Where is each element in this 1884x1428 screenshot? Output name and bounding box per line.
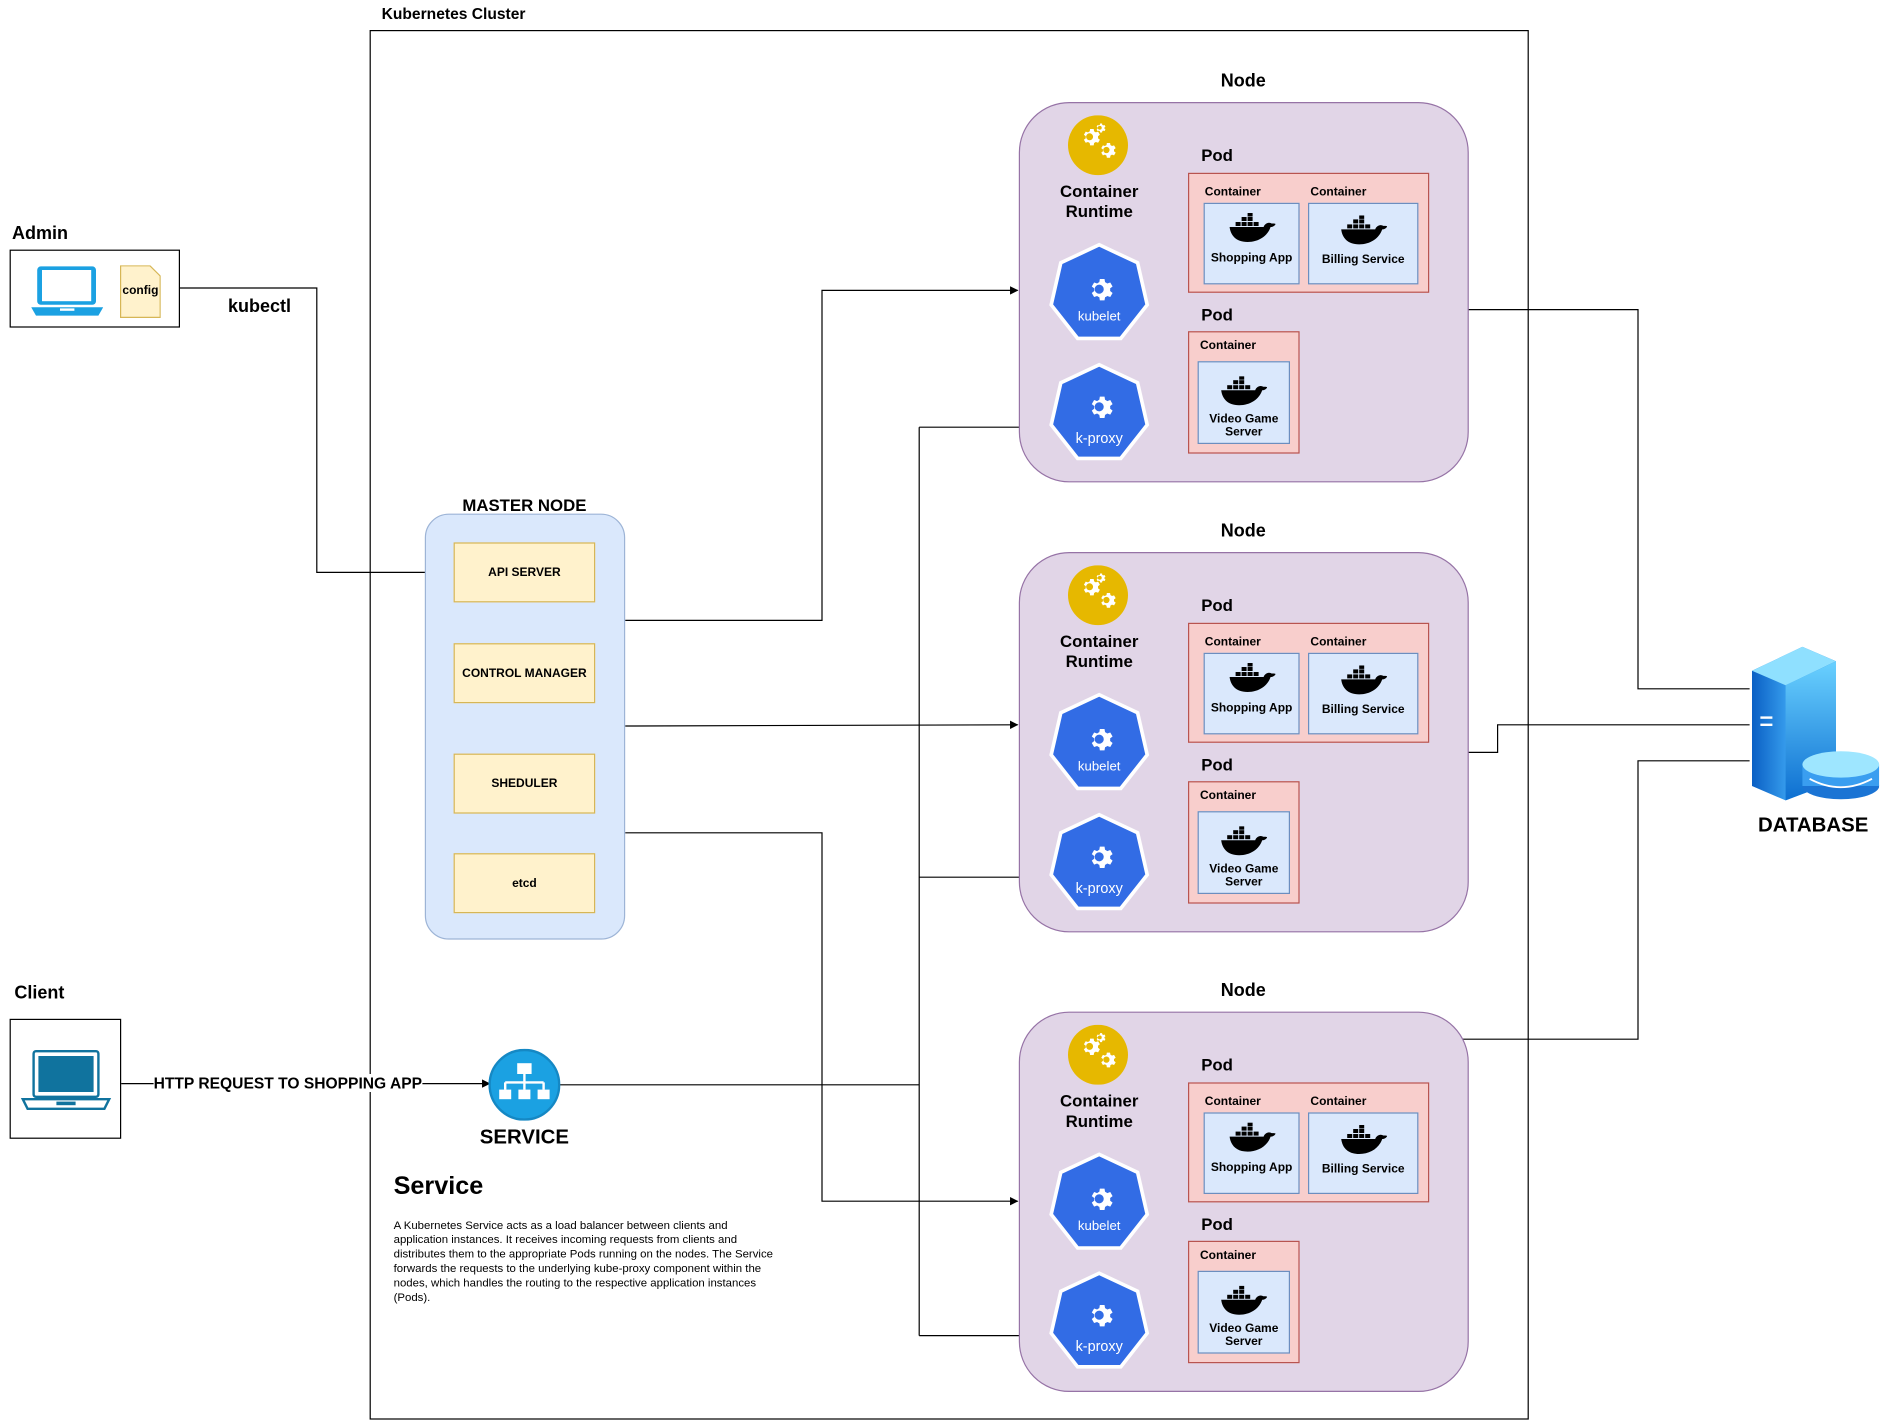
node-1-pod-2-title: Pod [1201,304,1233,324]
service-icon [488,1048,561,1121]
node-1-kubelet-icon [1049,242,1150,341]
service-heading: Service [393,1172,484,1200]
node-3-billing-service-name: Billing Service [1321,1162,1405,1176]
database-label: DATABASE [1758,813,1869,837]
node-3-shopping-app-container: Shopping App [1203,1112,1300,1194]
control-manager: CONTROL MANAGER [453,643,596,704]
client-box [9,1018,122,1139]
database-server-icon [1752,646,1880,801]
node-1-container-runtime-icon [1068,115,1128,176]
kubernetes-cluster [369,30,1529,1420]
node-3-pod-2-container-label: Container [1200,1249,1257,1263]
config-label: config [122,284,159,298]
node-1-video-game-server-container: Video Game Server [1197,361,1290,445]
node-3-video-game-server-container: Video Game Server [1197,1270,1290,1354]
node-2-pod-1-container-1-label: Container [1204,636,1261,650]
scheduler: SHEDULER [453,753,596,814]
node-1-pod-1-title: Pod [1201,145,1233,165]
node-3-video-game-server-name: Video Game Server [1209,1322,1279,1349]
master-node-title: MASTER NODE [462,495,587,515]
node-1-billing-service-container: Billing Service [1308,202,1419,285]
docker-whale-icon [1339,214,1387,248]
http-request-label: HTTP REQUEST TO SHOPPING APP [153,1074,423,1092]
docker-whale-icon [1339,664,1387,698]
node-2-shopping-app-name: Shopping App [1210,702,1293,716]
node-3-kproxy-label: k-proxy [1075,1338,1123,1355]
service-label: SERVICE [479,1125,569,1149]
node-3-pod-1-container-1-label: Container [1204,1095,1261,1109]
node-2-kubelet-label: kubelet [1077,759,1121,775]
node-2-video-game-server-container: Video Game Server [1197,811,1290,895]
node-2-pod-1-title: Pod [1201,595,1233,615]
node-1-pod-1-container-2-label: Container [1310,186,1367,200]
client-laptop-icon [20,1050,112,1111]
node-2-billing-service-container: Billing Service [1308,652,1419,735]
api-server: API SERVER [453,542,596,603]
config-file-icon [120,265,161,318]
node-2-container-runtime-icon [1068,565,1128,626]
node-2-runtime-label: Container Runtime [1059,631,1139,671]
docker-whale-icon [1219,824,1267,858]
node-3-kubelet-label: kubelet [1077,1219,1121,1234]
node-3-pod-1-title: Pod [1201,1054,1233,1074]
node-2-pod-1-container-2-label: Container [1310,636,1367,650]
node-2-pod-2-container-label: Container [1200,789,1257,803]
node-1-video-game-server-name: Video Game Server [1209,412,1279,440]
node-1-shopping-app-name: Shopping App [1210,252,1293,266]
node-3-runtime-label: Container Runtime [1059,1090,1139,1131]
node-2-billing-service-name: Billing Service [1321,703,1405,717]
admin-box: config [9,249,180,328]
node-1-shopping-app-container: Shopping App [1203,202,1300,285]
node-3-pod-1-container-2-label: Container [1310,1095,1367,1109]
node-2-shopping-app-container: Shopping App [1203,652,1300,735]
docker-whale-icon [1228,661,1276,695]
node-2-kproxy-label: k-proxy [1075,879,1123,897]
node-3-kubelet-icon [1049,1152,1150,1250]
node-2-kubelet-icon [1049,692,1150,791]
docker-whale-icon [1219,1284,1267,1318]
admin-title: Admin [12,223,69,244]
node-2-pod-2-title: Pod [1201,754,1233,775]
docker-whale-icon [1228,1121,1276,1155]
node-1-pod-2-container-label: Container [1200,339,1257,353]
node-2-kproxy-icon [1049,812,1150,911]
node-1-pod-1-container-1-label: Container [1204,186,1261,200]
node-1-kproxy-icon [1049,362,1150,461]
node-1-billing-service-name: Billing Service [1321,253,1405,267]
kubectl-label: kubectl [228,296,292,317]
node-1-kubelet-label: kubelet [1077,309,1121,324]
node-3-billing-service-container: Billing Service [1308,1112,1419,1194]
docker-whale-icon [1339,1123,1387,1157]
node-3-container-runtime-icon [1068,1024,1128,1085]
node-3-shopping-app-name: Shopping App [1210,1161,1293,1175]
node-3-kproxy-icon [1049,1271,1150,1369]
client-title: Client [14,982,65,1004]
docker-whale-icon [1228,211,1276,245]
node-1-runtime-label: Container Runtime [1059,181,1139,221]
node-1-kproxy-label: k-proxy [1075,429,1123,447]
docker-whale-icon [1219,374,1267,408]
node-2-title: Node [1220,520,1266,542]
admin-laptop-icon [31,266,104,316]
node-3-pod-2-title: Pod [1201,1214,1233,1234]
node-2-video-game-server-name: Video Game Server [1209,862,1279,890]
etcd: etcd [453,853,596,914]
cluster-label: Kubernetes Cluster [381,4,526,23]
node-3-title: Node [1220,980,1266,1001]
service-description: A Kubernetes Service acts as a load bala… [393,1219,774,1305]
node-1-title: Node [1220,70,1266,92]
